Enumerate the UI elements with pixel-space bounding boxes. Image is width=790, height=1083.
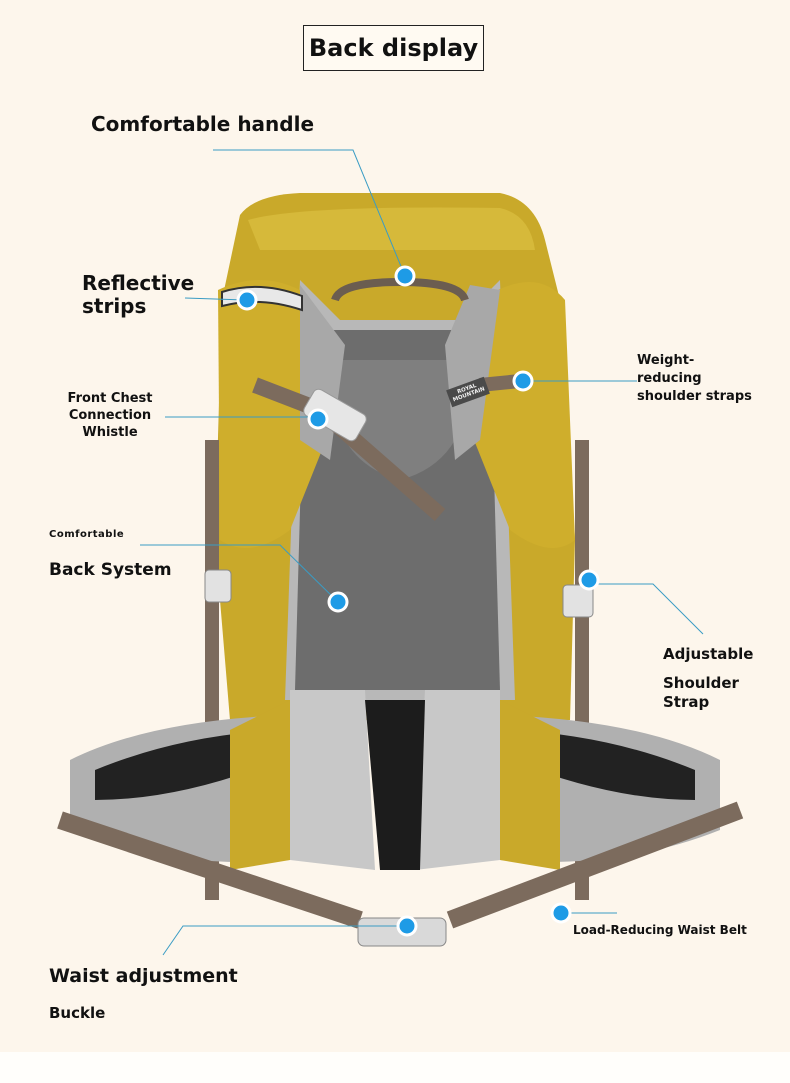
handle-callout-line [213, 149, 406, 277]
chest-label-line3: Whistle [82, 425, 138, 440]
reflective-callout-line [184, 297, 246, 301]
weight-label-line1: Weight- [637, 353, 695, 368]
back-marker-dot [327, 591, 349, 613]
adjustable-label: Shoulder Strap [663, 674, 739, 712]
handle-marker-dot [394, 265, 416, 287]
adjustable-label-line1: Adjustable [663, 645, 754, 663]
back-callout-line [140, 544, 339, 603]
reflective-label-line2: strips [82, 294, 147, 318]
buckle-callout-line [162, 925, 407, 956]
weight-label-line2: reducing [637, 371, 702, 386]
adjustable-label-line2: Shoulder [663, 674, 739, 692]
reflective-label: Reflective strips [82, 272, 194, 318]
chest-label-line1: Front Chest [67, 391, 153, 406]
weight-label: Weight- reducing shoulder straps [637, 352, 752, 406]
page-title: Back display [303, 25, 484, 71]
back-label-small: Comfortable [49, 529, 125, 540]
bottom-strip [0, 1052, 790, 1083]
buckle-label-main: Waist adjustment [49, 965, 238, 987]
adjustable-callout-line [589, 583, 704, 635]
weight-marker-dot [512, 370, 534, 392]
chest-label-line2: Connection [68, 408, 152, 423]
buckle-label-sub: Buckle [49, 1004, 106, 1022]
chest-label: Front Chest Connection Whistle [60, 390, 160, 441]
handle-label: Comfortable handle [91, 112, 315, 136]
waist-belt-marker-dot [550, 902, 572, 924]
weight-label-line3: shoulder straps [637, 389, 752, 404]
reflective-label-line1: Reflective [82, 271, 195, 295]
back-label-main: Back System [49, 560, 172, 580]
reflective-marker-dot [236, 289, 258, 311]
chest-marker-dot [307, 408, 329, 430]
waist-belt-label: Load-Reducing Waist Belt [573, 923, 747, 937]
buckle-marker-dot [396, 915, 418, 937]
adjustable-marker-dot [578, 569, 600, 591]
adjustable-label-line3: Strap [663, 693, 710, 711]
